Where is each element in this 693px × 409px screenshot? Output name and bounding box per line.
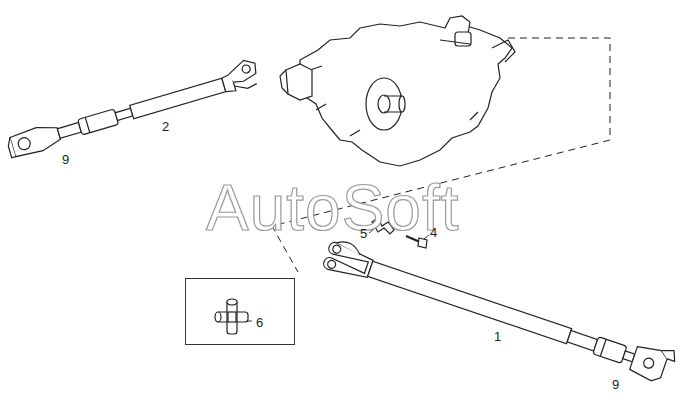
front-propeller-shaft: [4, 58, 262, 160]
callout-number: 9: [612, 378, 619, 391]
callout-number: 1: [494, 330, 501, 343]
watermark: AutoSoft: [206, 176, 460, 240]
callout-number: 4: [430, 226, 437, 239]
callout-number: 6: [256, 316, 263, 329]
universal-joint: [215, 299, 248, 334]
inset-box: 6: [185, 278, 295, 345]
callout-number: 9: [62, 153, 69, 166]
callout-number: 5: [360, 227, 367, 240]
differential-housing: [280, 16, 515, 166]
callout-number: 2: [162, 120, 169, 133]
rear-propeller-shaft: [322, 235, 678, 386]
